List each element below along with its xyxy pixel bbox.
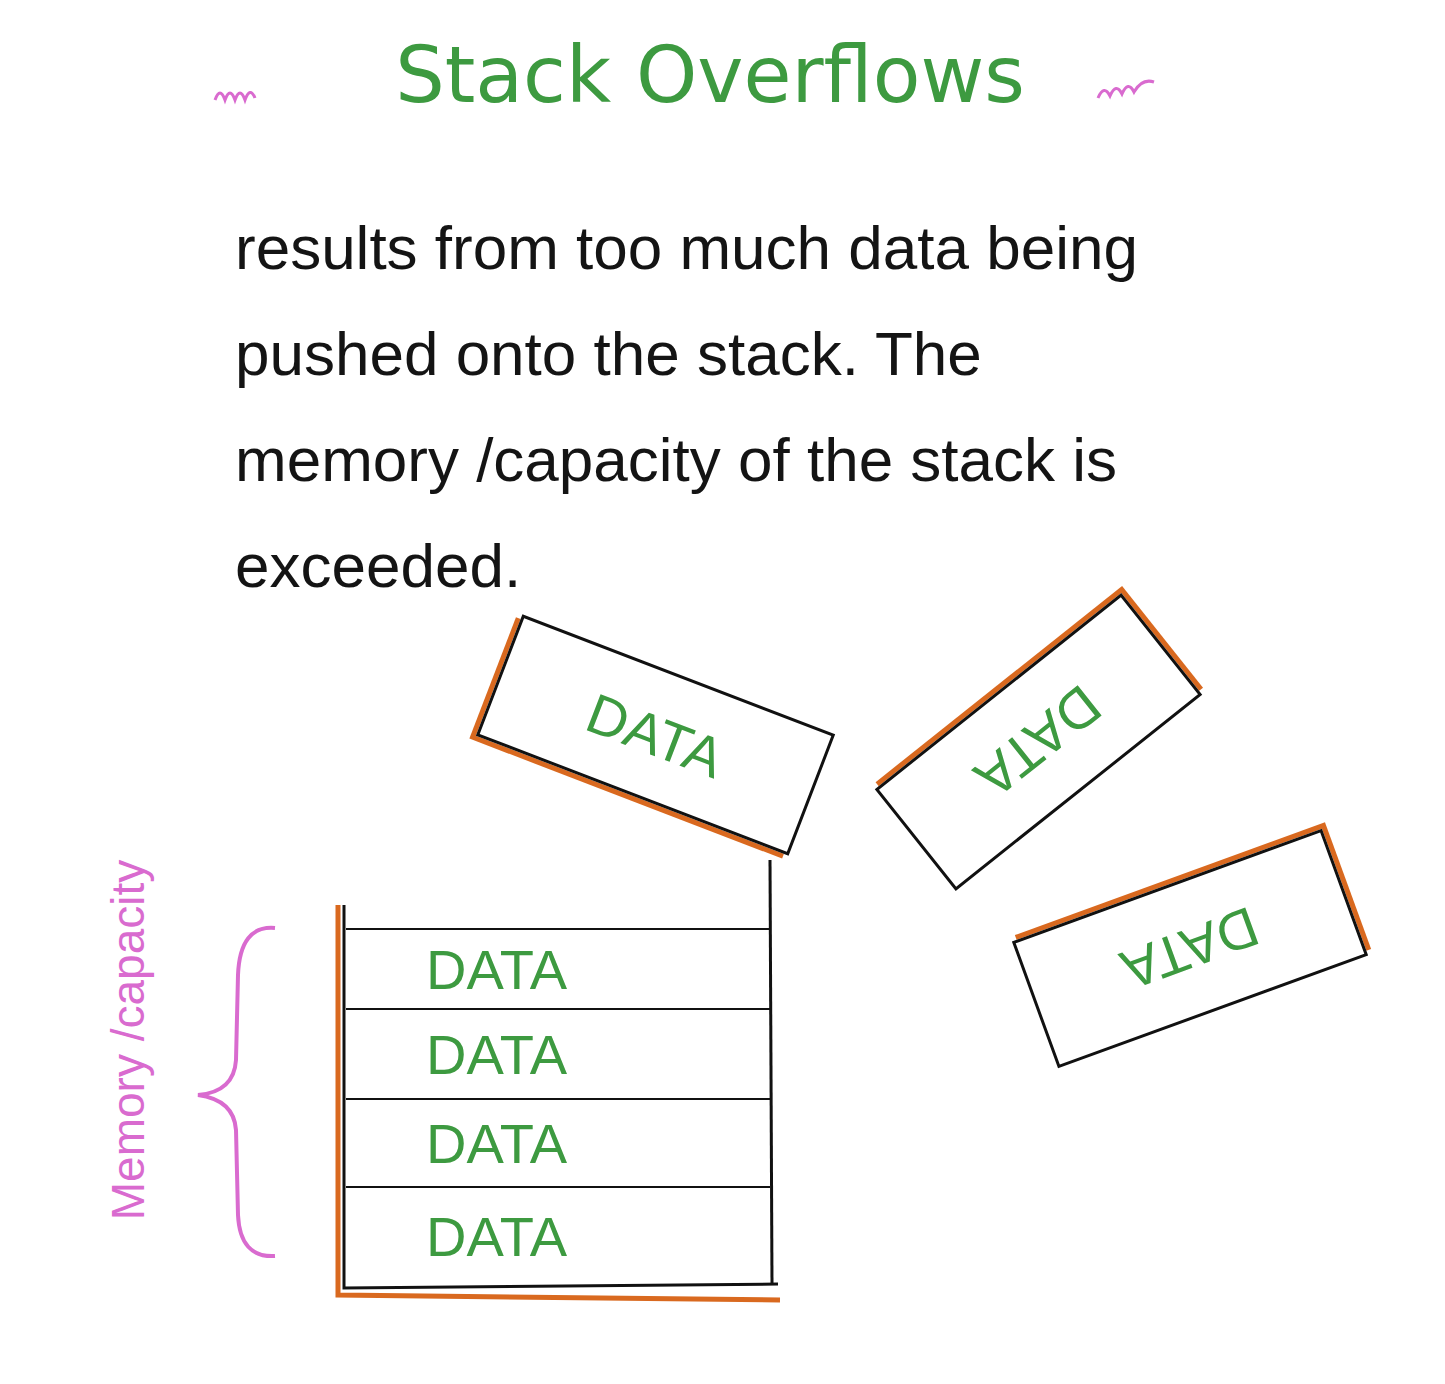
- stack-slot: DATA: [346, 1098, 770, 1186]
- description-text: results from too much data being pushed …: [235, 195, 1215, 619]
- overflow-block: DATA: [874, 593, 1201, 891]
- stack-slot: DATA: [346, 1008, 770, 1098]
- diagram-title: Stack Overflows: [300, 30, 1120, 120]
- squiggle: [215, 92, 255, 100]
- stack-shadow: [338, 905, 780, 1300]
- stack-slot: DATA: [346, 928, 770, 1008]
- overflow-block: DATA: [1012, 828, 1368, 1068]
- stack-frame: [770, 860, 772, 1284]
- block-text: DATA: [426, 1022, 567, 1087]
- block-text: DATA: [426, 1204, 567, 1269]
- memory-label: Memory /capacity: [101, 860, 155, 1220]
- block-text: DATA: [1113, 893, 1268, 1002]
- squiggle: [1098, 81, 1154, 98]
- block-text: DATA: [426, 1111, 567, 1176]
- stack-slot: DATA: [346, 1186, 770, 1284]
- stack-frame: [344, 905, 778, 1288]
- block-text: DATA: [578, 679, 733, 790]
- block-text: DATA: [426, 937, 567, 1002]
- block-text: DATA: [963, 673, 1114, 812]
- memory-brace: [198, 928, 275, 1256]
- overflow-block: DATA: [475, 614, 834, 855]
